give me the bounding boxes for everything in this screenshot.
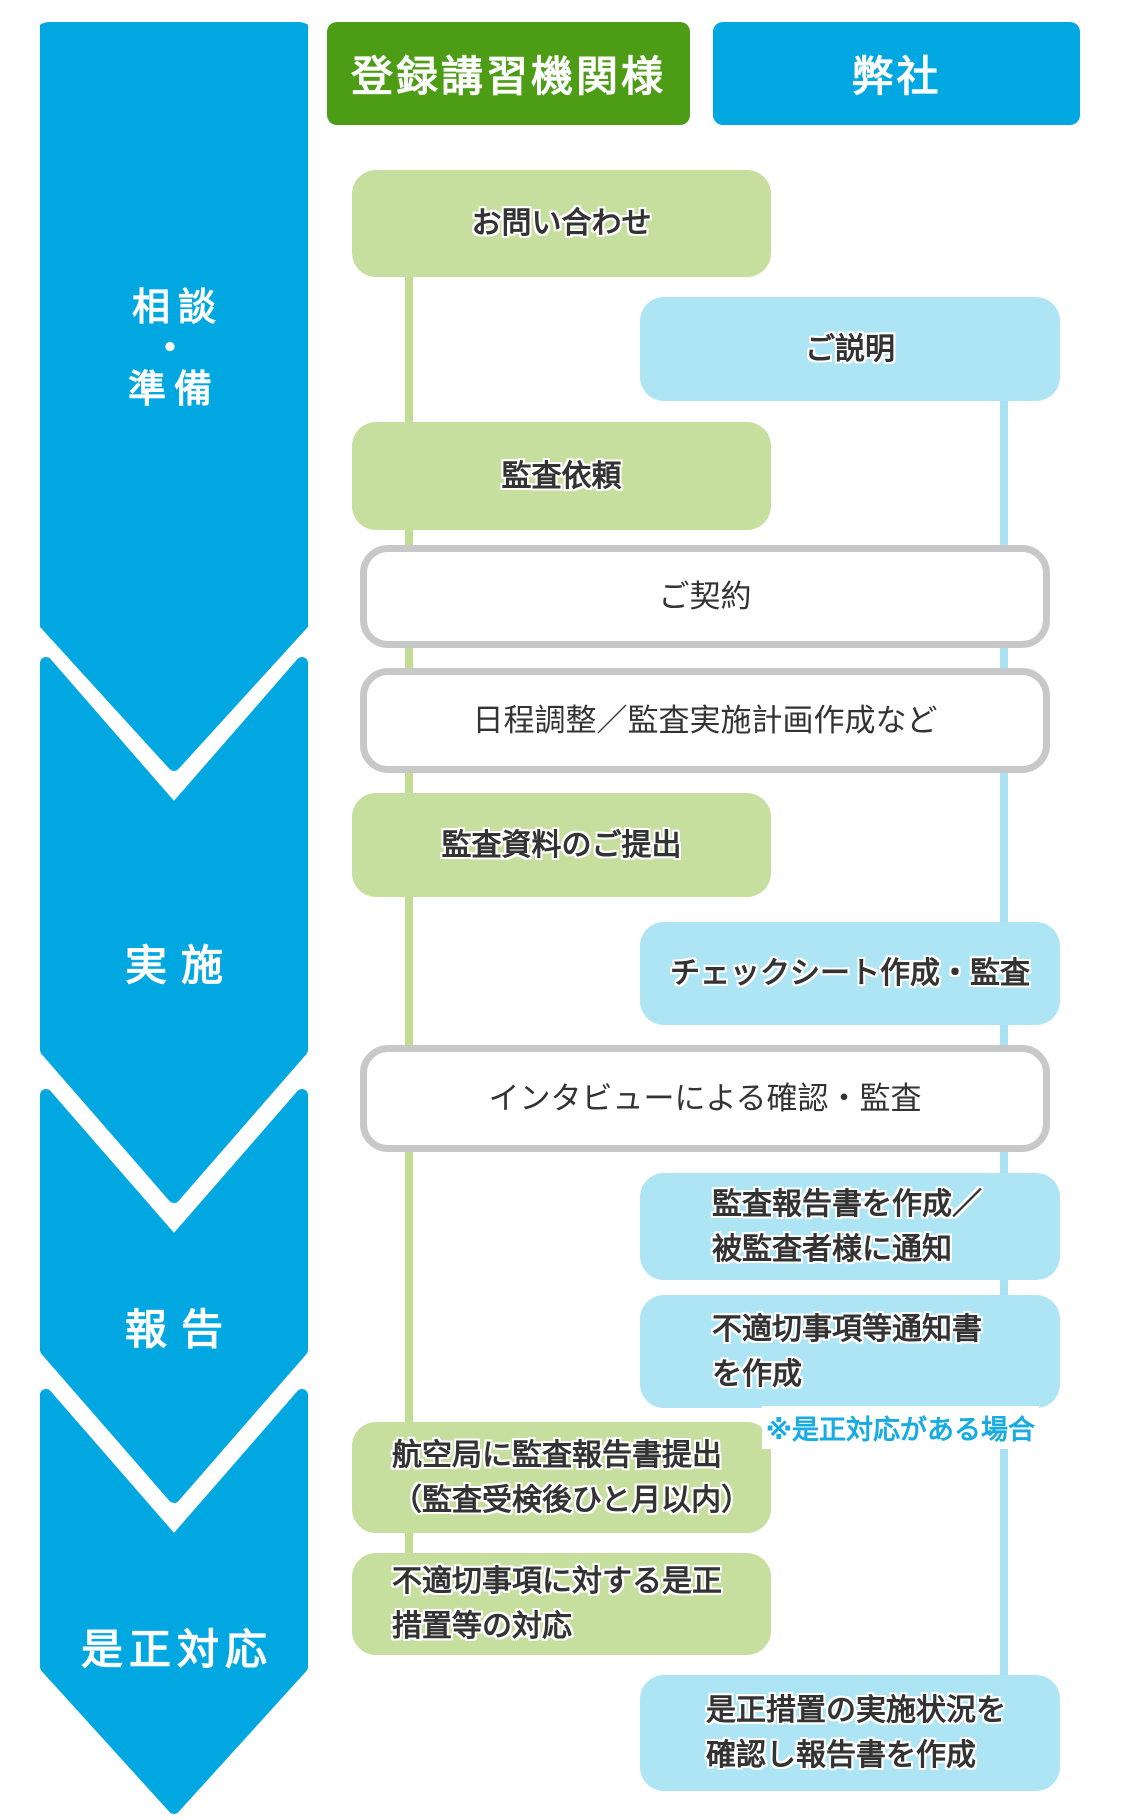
connector-line-company-column [1000, 399, 1008, 1681]
stage-chevrons [40, 22, 308, 1814]
step-create-audit-report: 監査報告書を作成／ 被監査者様に通知 [640, 1173, 1060, 1280]
step-interview-audit-label: インタビューによる確認・監査 [488, 1081, 922, 1116]
step-scheduling-planning: 日程調整／監査実施計画作成など [360, 668, 1050, 773]
step-verify-corrective-measures: 是正措置の実施状況を 確認し報告書を作成 [640, 1675, 1060, 1791]
step-submit-audit-materials-label: 監査資料のご提出 [441, 828, 682, 862]
step-corrective-measures-label: 不適切事項に対する是正 措置等の対応 [392, 1565, 722, 1643]
stage-label-report: 報告 [124, 1306, 237, 1353]
step-checksheet-audit-label: チェックシート作成・監査 [670, 957, 1030, 990]
step-create-nonconformity-notice-label: 不適切事項等通知書 を作成 [712, 1312, 982, 1391]
stage-label-consult-prepare: 相談 ・ 準備 [127, 287, 224, 411]
step-inquiry-label: お問い合わせ [471, 207, 652, 240]
step-explanation: ご説明 [640, 297, 1060, 401]
column-header-our-company: 弊社 [713, 22, 1080, 125]
step-submit-report-to-jcab-label: 航空局に監査報告書提出 （監査受検後ひと月以内） [392, 1438, 752, 1517]
step-submit-audit-materials: 監査資料のご提出 [352, 793, 771, 897]
stage-label-corrective-action: 是正対応 [80, 1626, 273, 1673]
step-audit-request-label: 監査依頼 [501, 459, 622, 493]
chevron-stage-4 [40, 1389, 308, 1814]
column-header-training-org: 登録講習機関様 [327, 22, 690, 125]
step-interview-audit: インタビューによる確認・監査 [360, 1045, 1050, 1152]
step-audit-request: 監査依頼 [352, 422, 771, 530]
step-create-audit-report-label: 監査報告書を作成／ 被監査者様に通知 [712, 1187, 982, 1266]
step-checksheet-audit: チェックシート作成・監査 [640, 922, 1060, 1025]
step-verify-corrective-measures-label: 是正措置の実施状況を 確認し報告書を作成 [706, 1694, 1006, 1772]
corrective-action-note: ※是正対応がある場合 [761, 1406, 1039, 1449]
connector-line-org-column [405, 275, 413, 1560]
step-scheduling-planning-label: 日程調整／監査実施計画作成など [472, 703, 938, 738]
chevron-stage-3 [40, 1089, 308, 1503]
step-corrective-measures: 不適切事項に対する是正 措置等の対応 [352, 1553, 771, 1655]
step-submit-report-to-jcab: 航空局に監査報告書提出 （監査受検後ひと月以内） [352, 1422, 771, 1533]
step-contract: ご契約 [360, 545, 1050, 648]
stage-label-implementation: 実施 [124, 942, 237, 989]
step-create-nonconformity-notice: 不適切事項等通知書 を作成 [640, 1295, 1060, 1408]
step-inquiry: お問い合わせ [352, 170, 771, 277]
step-explanation-label: ご説明 [805, 332, 895, 366]
chevron-stage-2 [40, 657, 308, 1203]
step-contract-label: ご契約 [658, 579, 752, 614]
